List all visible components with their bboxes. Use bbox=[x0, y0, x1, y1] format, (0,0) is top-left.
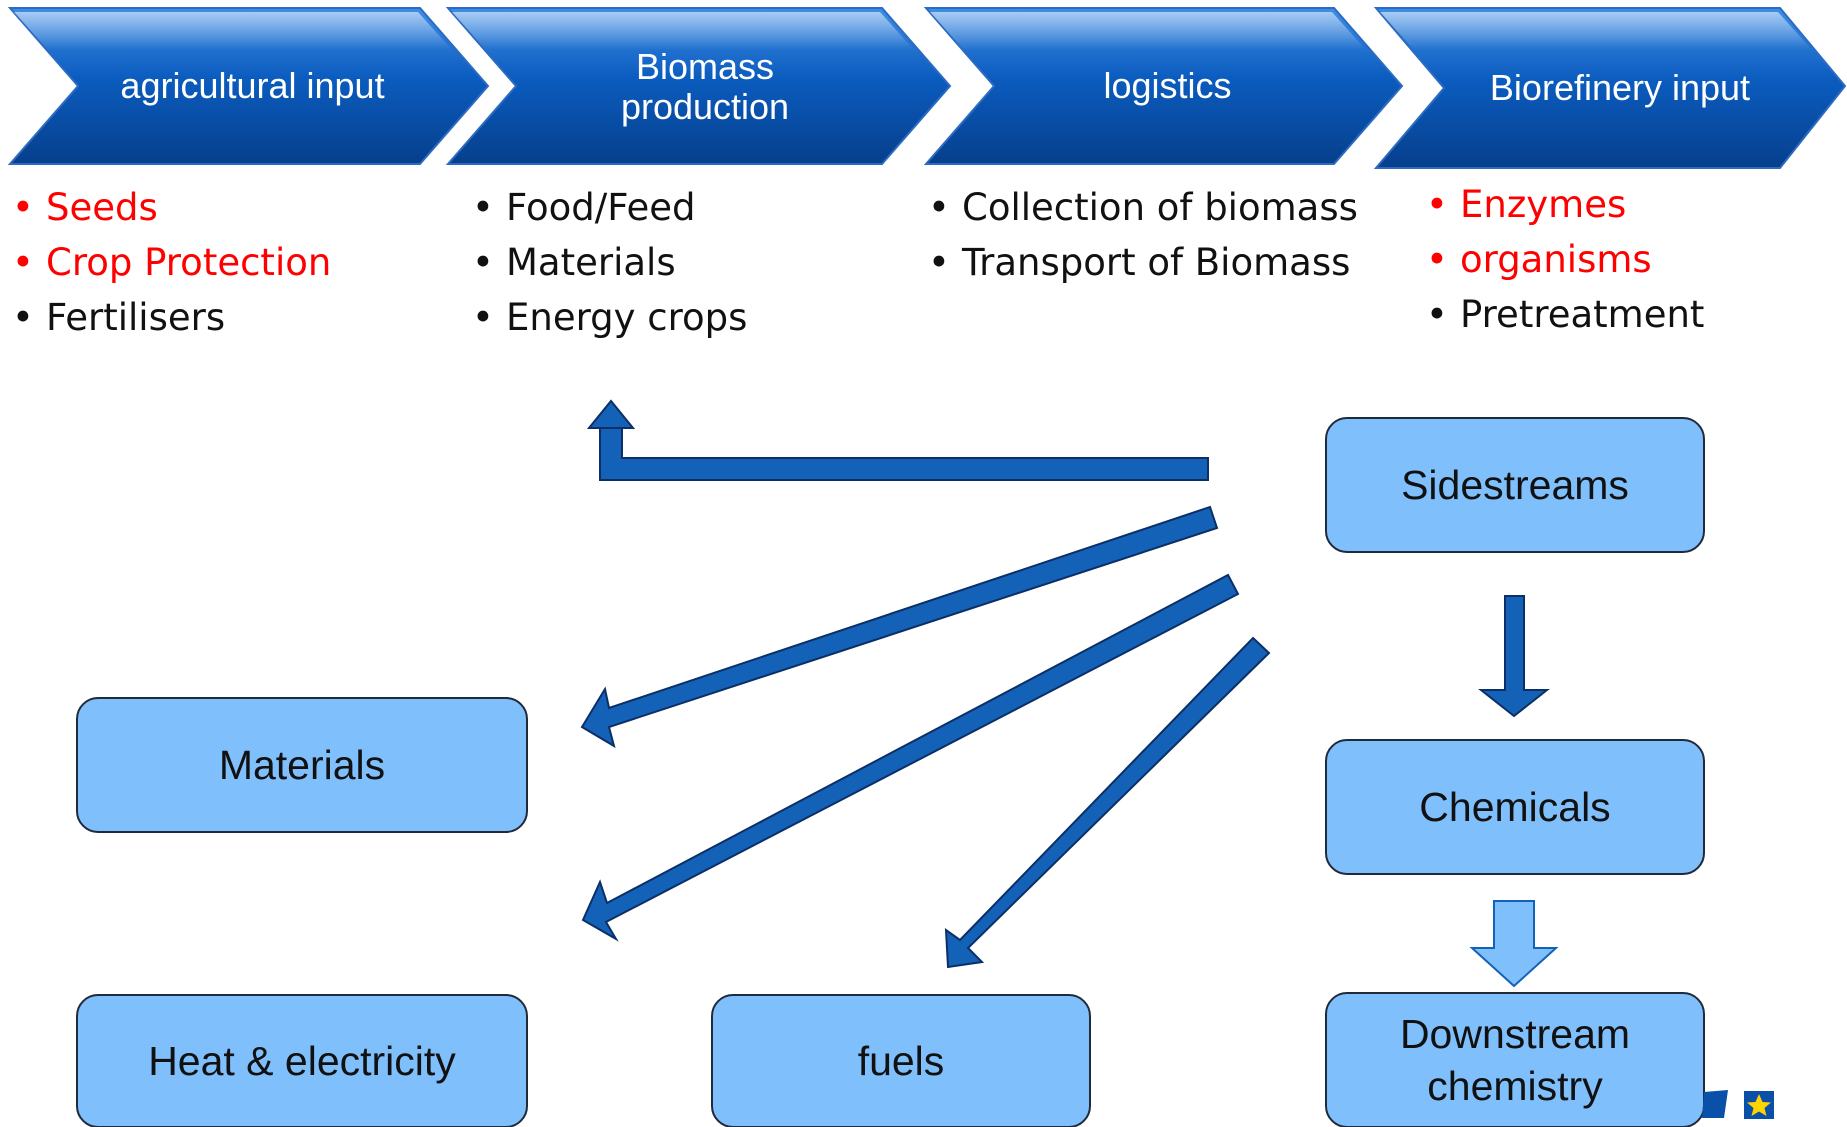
box-fuels: fuels bbox=[711, 994, 1091, 1127]
stage-item: organisms bbox=[1426, 232, 1704, 287]
arrow-elbow-head bbox=[586, 399, 636, 429]
stage-item: Seeds bbox=[12, 180, 331, 235]
stage-chevron-1 bbox=[7, 7, 490, 165]
arrow-elbow-shaft bbox=[599, 427, 1209, 481]
stage-chevron-3 bbox=[923, 7, 1404, 165]
box-sidestreams: Sidestreams bbox=[1325, 417, 1705, 553]
eu-star-logo-icon bbox=[1702, 1090, 1774, 1119]
arrow-to-downstream bbox=[1469, 900, 1559, 988]
arrow-to-materials bbox=[580, 505, 1219, 749]
stage-items-biorefinery-input: Enzymes organisms Pretreatment bbox=[1426, 177, 1704, 342]
stage-items-logistics: Collection of biomass Transport of Bioma… bbox=[928, 180, 1358, 290]
stage-label-biorefinery-input: Biorefinery input bbox=[1489, 67, 1751, 108]
stage-item: Pretreatment bbox=[1426, 287, 1704, 342]
stage-label-biomass-production: Biomass production bbox=[620, 46, 790, 127]
stage-item: Collection of biomass bbox=[928, 180, 1358, 235]
box-downstream-chemistry: Downstream chemistry bbox=[1325, 992, 1705, 1127]
stage-items-biomass-production: Food/Feed Materials Energy crops bbox=[472, 180, 747, 345]
stage-item: Crop Protection bbox=[12, 235, 331, 290]
stage-items-agricultural-input: Seeds Crop Protection Fertilisers bbox=[12, 180, 331, 345]
stage-item: Fertilisers bbox=[12, 290, 331, 345]
stage-chevron-2 bbox=[445, 7, 952, 165]
arrow-to-chemicals bbox=[1478, 595, 1550, 718]
stage-label-agricultural-input: agricultural input bbox=[120, 65, 385, 106]
stage-item: Transport of Biomass bbox=[928, 235, 1358, 290]
box-chemicals: Chemicals bbox=[1325, 739, 1705, 875]
arrow-to-heat bbox=[581, 573, 1240, 942]
arrow-to-fuels bbox=[944, 636, 1271, 969]
stage-item: Enzymes bbox=[1426, 177, 1704, 232]
stage-item: Energy crops bbox=[472, 290, 747, 345]
stage-label-logistics: logistics bbox=[1103, 65, 1232, 106]
stage-item: Food/Feed bbox=[472, 180, 747, 235]
stage-chevron-4 bbox=[1373, 7, 1847, 169]
stage-item: Materials bbox=[472, 235, 747, 290]
box-heat-electricity: Heat & electricity bbox=[76, 994, 528, 1127]
box-materials: Materials bbox=[76, 697, 528, 833]
